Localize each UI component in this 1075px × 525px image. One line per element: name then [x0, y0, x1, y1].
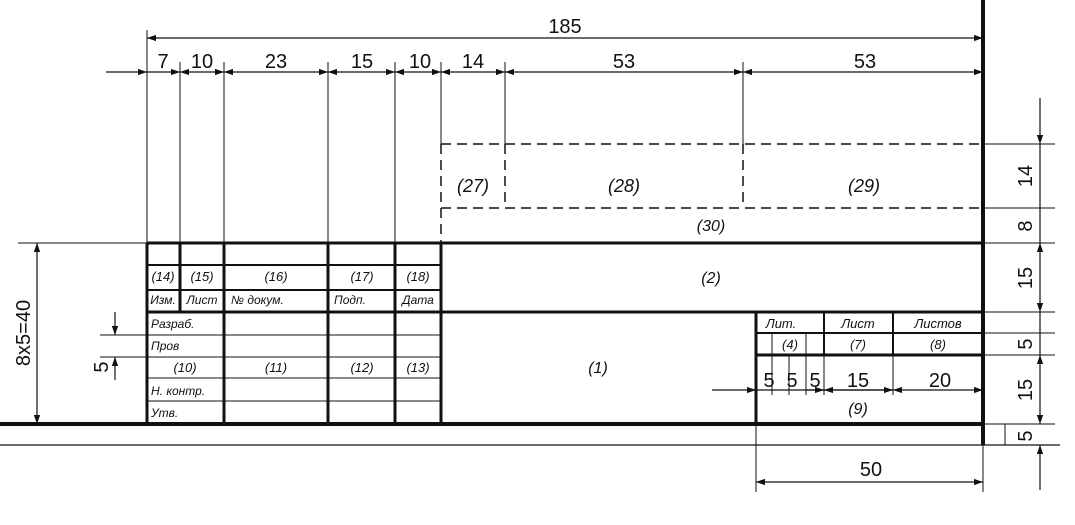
row-prov: Пров: [151, 339, 179, 353]
label-listov: Листов: [913, 316, 962, 331]
field-8: (8): [930, 337, 946, 352]
field-14: (14): [151, 269, 174, 284]
dim-seg-1: 7: [157, 51, 168, 73]
field-2: (2): [701, 270, 721, 287]
dimension-texts: 185 7 10 23 15 10 14 53 53 14 8 15 5 15 …: [13, 16, 1037, 481]
header-list: Лист: [186, 293, 218, 307]
field-4: (4): [782, 337, 798, 352]
dim-right-5b: 5: [1015, 430, 1037, 441]
dim-right-15a: 15: [1015, 267, 1037, 289]
header-podp: Подп.: [334, 293, 366, 307]
field-27: (27): [457, 176, 489, 196]
dim-seg-8: 53: [854, 51, 876, 73]
header-labels: Изм. Лист № докум. Подп. Дата Разраб. Пр…: [150, 293, 962, 420]
dim-seg-5: 10: [409, 51, 431, 73]
header-nomer: № докум.: [231, 293, 284, 307]
dim-sub-5a: 5: [763, 370, 774, 392]
dim-sub-5b: 5: [786, 370, 797, 392]
dim-right-14: 14: [1015, 165, 1037, 187]
row-utv: Утв.: [150, 406, 178, 420]
dim-left-total: 8x5=40: [13, 300, 35, 366]
field-7: (7): [850, 337, 866, 352]
field-15: (15): [190, 269, 213, 284]
dim-seg-7: 53: [613, 51, 635, 73]
field-29: (29): [848, 176, 880, 196]
field-18: (18): [406, 269, 429, 284]
dim-total: 185: [548, 16, 581, 38]
field-12: (12): [350, 360, 373, 375]
field-17: (17): [350, 269, 373, 284]
header-izm: Изм.: [150, 293, 176, 307]
dim-seg-6: 14: [462, 51, 484, 73]
field-13: (13): [406, 360, 429, 375]
field-numbers: (27) (28) (29) (30) (2) (1) (14) (15) (1…: [151, 176, 946, 418]
row-razrab: Разраб.: [151, 317, 194, 331]
field-10: (10): [173, 360, 196, 375]
dim-right-15b: 15: [1015, 379, 1037, 401]
dimension-lines: [33, 34, 1044, 490]
dim-right-8: 8: [1015, 220, 1037, 231]
dim-seg-4: 15: [351, 51, 373, 73]
field-11: (11): [265, 360, 287, 375]
dim-right-5a: 5: [1015, 338, 1037, 349]
dim-seg-2: 10: [191, 51, 213, 73]
dim-seg-3: 23: [265, 51, 287, 73]
row-nkontr: Н. контр.: [151, 384, 205, 398]
dim-sub-5c: 5: [809, 370, 820, 392]
field-30: (30): [697, 218, 725, 235]
frame-lines: [0, 0, 1060, 446]
dim-sub-20: 20: [929, 370, 951, 392]
dim-sub-15: 15: [847, 370, 869, 392]
field-28: (28): [608, 176, 640, 196]
field-16: (16): [264, 269, 287, 284]
header-data: Дата: [400, 293, 434, 307]
field-9: (9): [848, 401, 868, 418]
field-1: (1): [588, 360, 608, 377]
dim-left-row: 5: [91, 361, 113, 372]
label-list: Лист: [840, 316, 875, 331]
dim-bottom-50: 50: [860, 459, 882, 481]
label-lit: Лит.: [765, 316, 796, 331]
